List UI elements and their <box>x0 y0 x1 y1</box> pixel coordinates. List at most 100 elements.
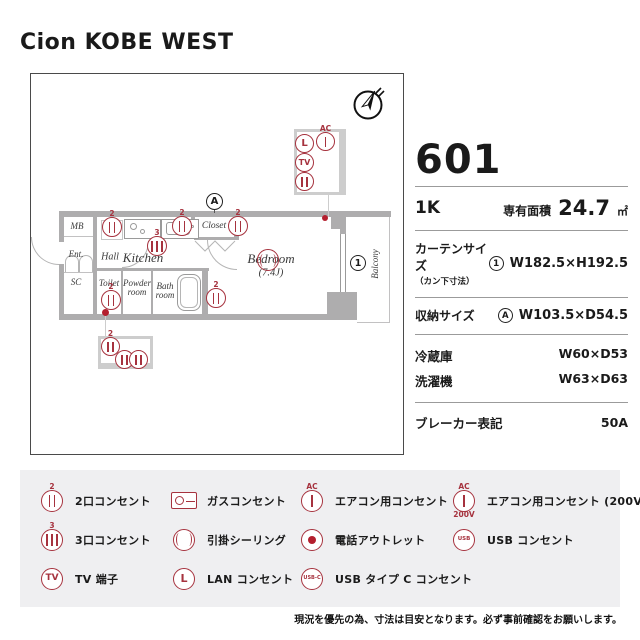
marker-a-leader <box>214 207 215 213</box>
outlet-3-icon: 3 <box>41 521 63 551</box>
room-label-ent: Ent. <box>68 249 84 259</box>
legend-item: AC 200V エアコン用コンセント (200V) <box>453 481 640 519</box>
gas-outlet-icon <box>171 492 197 509</box>
outlet-2-icon <box>295 172 314 191</box>
storage-marker: A <box>497 308 513 323</box>
balcony-edge-right <box>389 217 390 323</box>
legend-item: 引掛シーリング <box>170 520 298 559</box>
phone-outlet-dot <box>102 309 109 316</box>
area-value: 24.7 <box>558 196 610 220</box>
marker-1: 1 <box>350 255 366 271</box>
closet-folding-door <box>194 240 236 252</box>
shoe-closet-door-left <box>65 255 79 272</box>
balcony-edge-bottom <box>357 322 390 323</box>
ac-outlet-icon: AC <box>316 125 335 151</box>
stove-burner-icon <box>130 223 137 230</box>
ent-sc-divider <box>64 272 93 273</box>
outlet-2-icon: 2 <box>206 281 226 308</box>
curtain-size-row: カーテンサイズ （カン下寸法） 1 W182.5×H192.5 <box>415 230 628 297</box>
callout-leader <box>105 316 106 337</box>
room-label-bath-2: room <box>155 290 175 300</box>
outlet-2-icon: 2 <box>102 210 122 237</box>
unit-number: 601 <box>415 137 502 183</box>
floorplan: W MB Ent. SC Hall Kitchen Toilet Powder … <box>30 73 404 455</box>
lan-outlet-icon: L <box>295 134 314 153</box>
room-label-bedroom-size: (7.4J) <box>258 267 284 279</box>
ac-outlet-icon: AC <box>301 482 323 512</box>
legend-item: USB USB コンセント <box>450 520 640 559</box>
legend-item: 3 3口コンセント <box>38 520 170 559</box>
ceiling-light-icon <box>173 528 195 551</box>
usb-outlet-icon: USB <box>453 528 475 551</box>
appliance-rows: 冷蔵庫 W60×D53 洗濯機 W63×D63 <box>415 334 628 402</box>
outlet-2-icon <box>129 350 148 369</box>
room-label-balcony: Balcony <box>370 249 380 279</box>
shoe-closet-door-right <box>79 255 93 272</box>
wall-entry-column <box>93 217 97 314</box>
room-label-sc: SC <box>70 277 82 287</box>
curtain-label: カーテンサイズ <box>415 242 488 273</box>
layout-type: 1K <box>415 198 441 218</box>
outlet-2-icon: 2 <box>41 482 63 512</box>
curtain-value: W182.5×H192.5 <box>509 256 628 271</box>
legend-item: L LAN コンセント <box>170 559 298 598</box>
legend-item: USB-C USB タイプ C コンセント <box>298 559 472 598</box>
fridge-label: 冷蔵庫 <box>415 349 453 364</box>
wall-left-lower <box>59 264 64 320</box>
wall-top <box>59 211 391 217</box>
lan-outlet-icon: L <box>173 567 195 590</box>
balcony-window <box>340 234 346 292</box>
wall-powder-bath <box>151 271 153 314</box>
unit-info-panel: 601 1K 専有面積 24.7 ㎡ カーテンサイズ （カン下寸法） 1 W18… <box>415 140 628 443</box>
outlet-2-icon: 2 <box>228 209 248 236</box>
legend-item: 電話アウトレット <box>298 520 450 559</box>
room-label-hall: Hall <box>101 251 119 263</box>
breaker-value: 50A <box>600 415 628 430</box>
wall-bath-bedroom <box>202 271 208 314</box>
curtain-sublabel: （カン下寸法） <box>415 277 475 287</box>
mb-divider <box>64 236 93 237</box>
phone-outlet-dot <box>322 215 328 221</box>
entrance-door-arc <box>31 237 59 265</box>
storage-value: W103.5×D54.5 <box>518 308 628 323</box>
storage-label: 収納サイズ <box>415 309 475 323</box>
legend-panel: 2 2口コンセント ガスコンセント AC エアコン用コンセント AC 200V … <box>20 470 640 607</box>
phone-outlet-icon <box>301 528 323 551</box>
room-label-toilet: Toilet <box>98 278 120 288</box>
outlet-3-icon: 3 <box>147 229 167 256</box>
wall-left-upper <box>59 211 64 242</box>
fridge-value: W60×D53 <box>558 346 628 361</box>
ceiling-light-icon <box>257 249 279 271</box>
outlet-2-icon: 2 <box>101 330 120 356</box>
wall-bottom <box>59 314 357 320</box>
outlet-2-icon: 2 <box>172 209 192 236</box>
tv-outlet-icon: TV <box>41 567 63 590</box>
room-label-mb: MB <box>70 221 84 231</box>
layout-area-row: 1K 専有面積 24.7 ㎡ <box>415 186 628 230</box>
page-title: Cion KOBE WEST <box>20 30 234 55</box>
bathtub-inner <box>180 277 198 308</box>
room-label-closet: Closet <box>201 221 227 231</box>
room-label-powder-1: Powder <box>123 278 151 288</box>
area-label: 専有面積 <box>503 204 552 218</box>
room-label-bath-1: Bath <box>156 281 174 291</box>
storage-size-row: 収納サイズ A W103.5×D54.5 <box>415 297 628 334</box>
curtain-marker: 1 <box>488 256 504 271</box>
ac-200v-outlet-icon: AC 200V <box>453 481 475 519</box>
washer-value: W63×D63 <box>558 371 628 386</box>
disclaimer-text: 現況を優先の為、寸法は目安となります。必ず事前確認をお願いします。 <box>294 615 622 626</box>
compass-north-icon <box>353 87 385 120</box>
washer-label: 洗濯機 <box>415 374 453 389</box>
wall-wet-area-top <box>97 268 209 271</box>
column-top-right <box>331 211 346 229</box>
stove-burner-icon <box>140 229 145 234</box>
area-unit: ㎡ <box>617 205 628 218</box>
legend-item: ガスコンセント <box>170 481 298 520</box>
legend-item: TV TV 端子 <box>38 559 170 598</box>
legend-item: AC エアコン用コンセント <box>298 481 450 520</box>
legend-item: 2 2口コンセント <box>38 481 170 520</box>
callout-leader <box>328 195 329 217</box>
breaker-label: ブレーカー表記 <box>415 416 503 431</box>
wall-closet-bottom <box>194 237 239 240</box>
room-label-powder-2: room <box>127 287 147 297</box>
